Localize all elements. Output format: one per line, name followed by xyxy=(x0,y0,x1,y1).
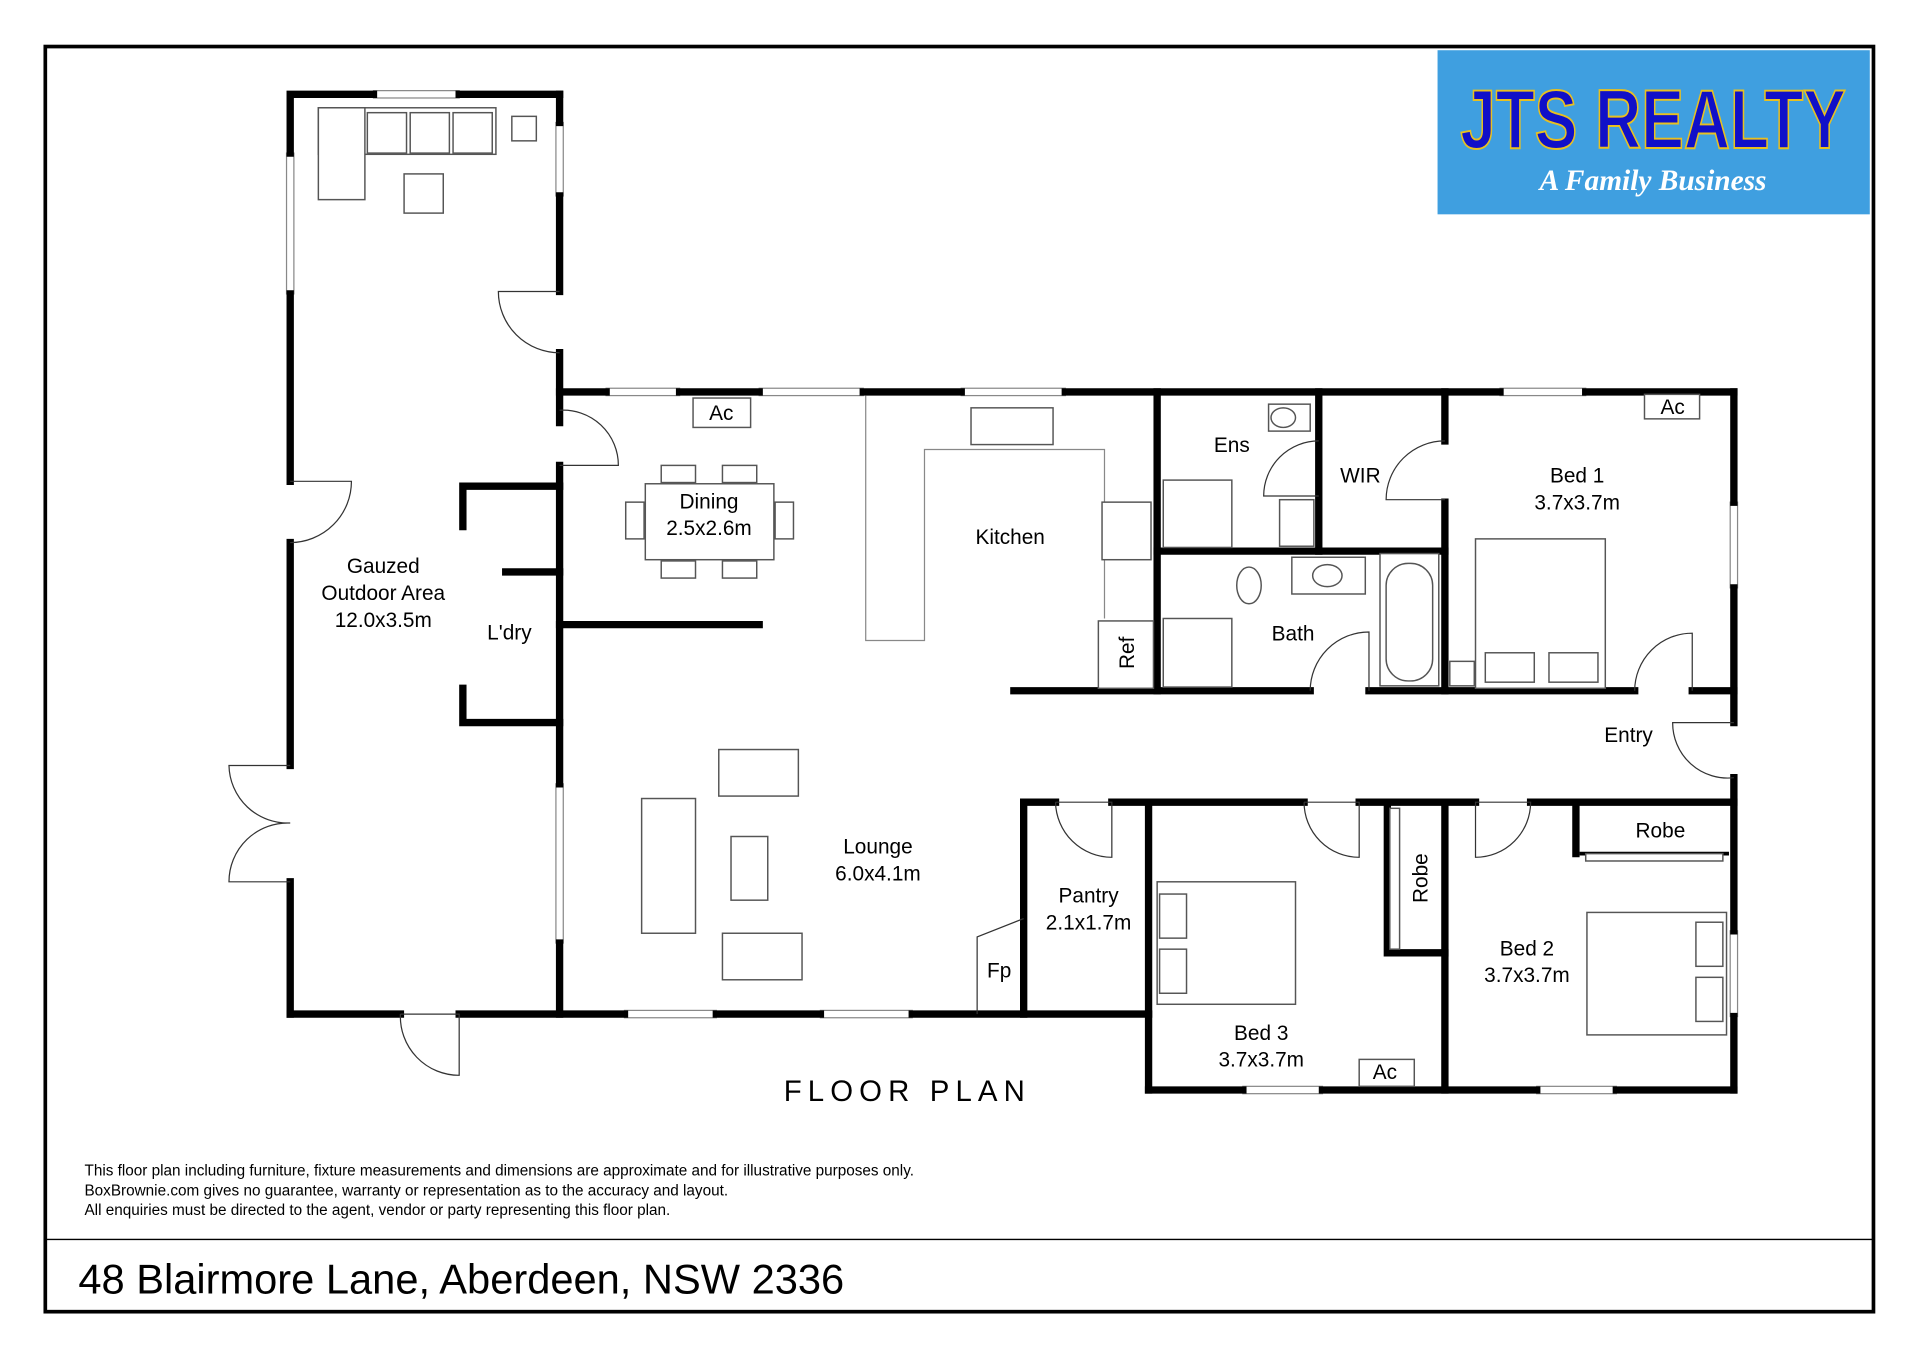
pantry-size: 2.1x1.7m xyxy=(1046,912,1132,935)
entry-label: Entry xyxy=(1604,724,1653,747)
dining-table xyxy=(644,483,775,561)
logo-name: JTS REALTY xyxy=(1460,73,1846,166)
lounge-size: 6.0x4.1m xyxy=(835,863,921,886)
fireplace-label: Fp xyxy=(987,959,1011,982)
lounge-label: Lounge xyxy=(843,836,912,859)
fixtures xyxy=(317,107,1728,1088)
outdoor-label: Outdoor Area xyxy=(321,582,445,605)
room-labels: Gauzed Outdoor Area 12.0x3.5m L'dry Dini… xyxy=(321,396,1685,1084)
disclaimer-line: All enquiries must be directed to the ag… xyxy=(84,1202,670,1219)
page-frame xyxy=(43,44,1876,1314)
ac-bed1-label: Ac xyxy=(1661,396,1685,419)
bed3-size: 3.7x3.7m xyxy=(1218,1049,1304,1072)
ref-label: Ref xyxy=(1116,636,1139,669)
ac-bed3-label: Ac xyxy=(1373,1061,1397,1084)
bath-label: Bath xyxy=(1272,623,1315,646)
dining-size: 2.5x2.6m xyxy=(666,517,752,540)
ac-dining-label: Ac xyxy=(709,402,733,425)
wir-label: WIR xyxy=(1340,465,1380,488)
bed2-label: Bed 2 xyxy=(1500,937,1554,960)
ensuite-label: Ens xyxy=(1214,434,1250,457)
pantry-label: Pantry xyxy=(1059,885,1120,908)
bed2-robe-label: Robe xyxy=(1636,820,1686,843)
plan-title: FLOOR PLAN xyxy=(784,1075,1031,1108)
kitchen-label: Kitchen xyxy=(976,526,1045,549)
doors xyxy=(228,290,1734,1076)
disclaimer-line: BoxBrownie.com gives no guarantee, warra… xyxy=(84,1182,728,1199)
disclaimer: This floor plan including furniture, fix… xyxy=(84,1163,913,1219)
jts-realty-logo: JTS REALTY A Family Business xyxy=(1437,50,1870,215)
property-address: 48 Blairmore Lane, Aberdeen, NSW 2336 xyxy=(78,1255,844,1302)
bed1-label: Bed 1 xyxy=(1550,465,1604,488)
bed1-size: 3.7x3.7m xyxy=(1534,491,1620,514)
outdoor-label: Gauzed xyxy=(347,555,420,578)
dining-label: Dining xyxy=(679,490,738,513)
bed3-label: Bed 3 xyxy=(1234,1022,1288,1045)
laundry-label: L'dry xyxy=(487,621,532,644)
disclaimer-line: This floor plan including furniture, fix… xyxy=(84,1163,913,1180)
walls xyxy=(286,90,1738,1094)
logo-tagline: A Family Business xyxy=(1538,165,1767,197)
bed2-size: 3.7x3.7m xyxy=(1484,964,1570,987)
outdoor-size: 12.0x3.5m xyxy=(335,609,432,632)
bed3-robe-label: Robe xyxy=(1410,853,1433,903)
